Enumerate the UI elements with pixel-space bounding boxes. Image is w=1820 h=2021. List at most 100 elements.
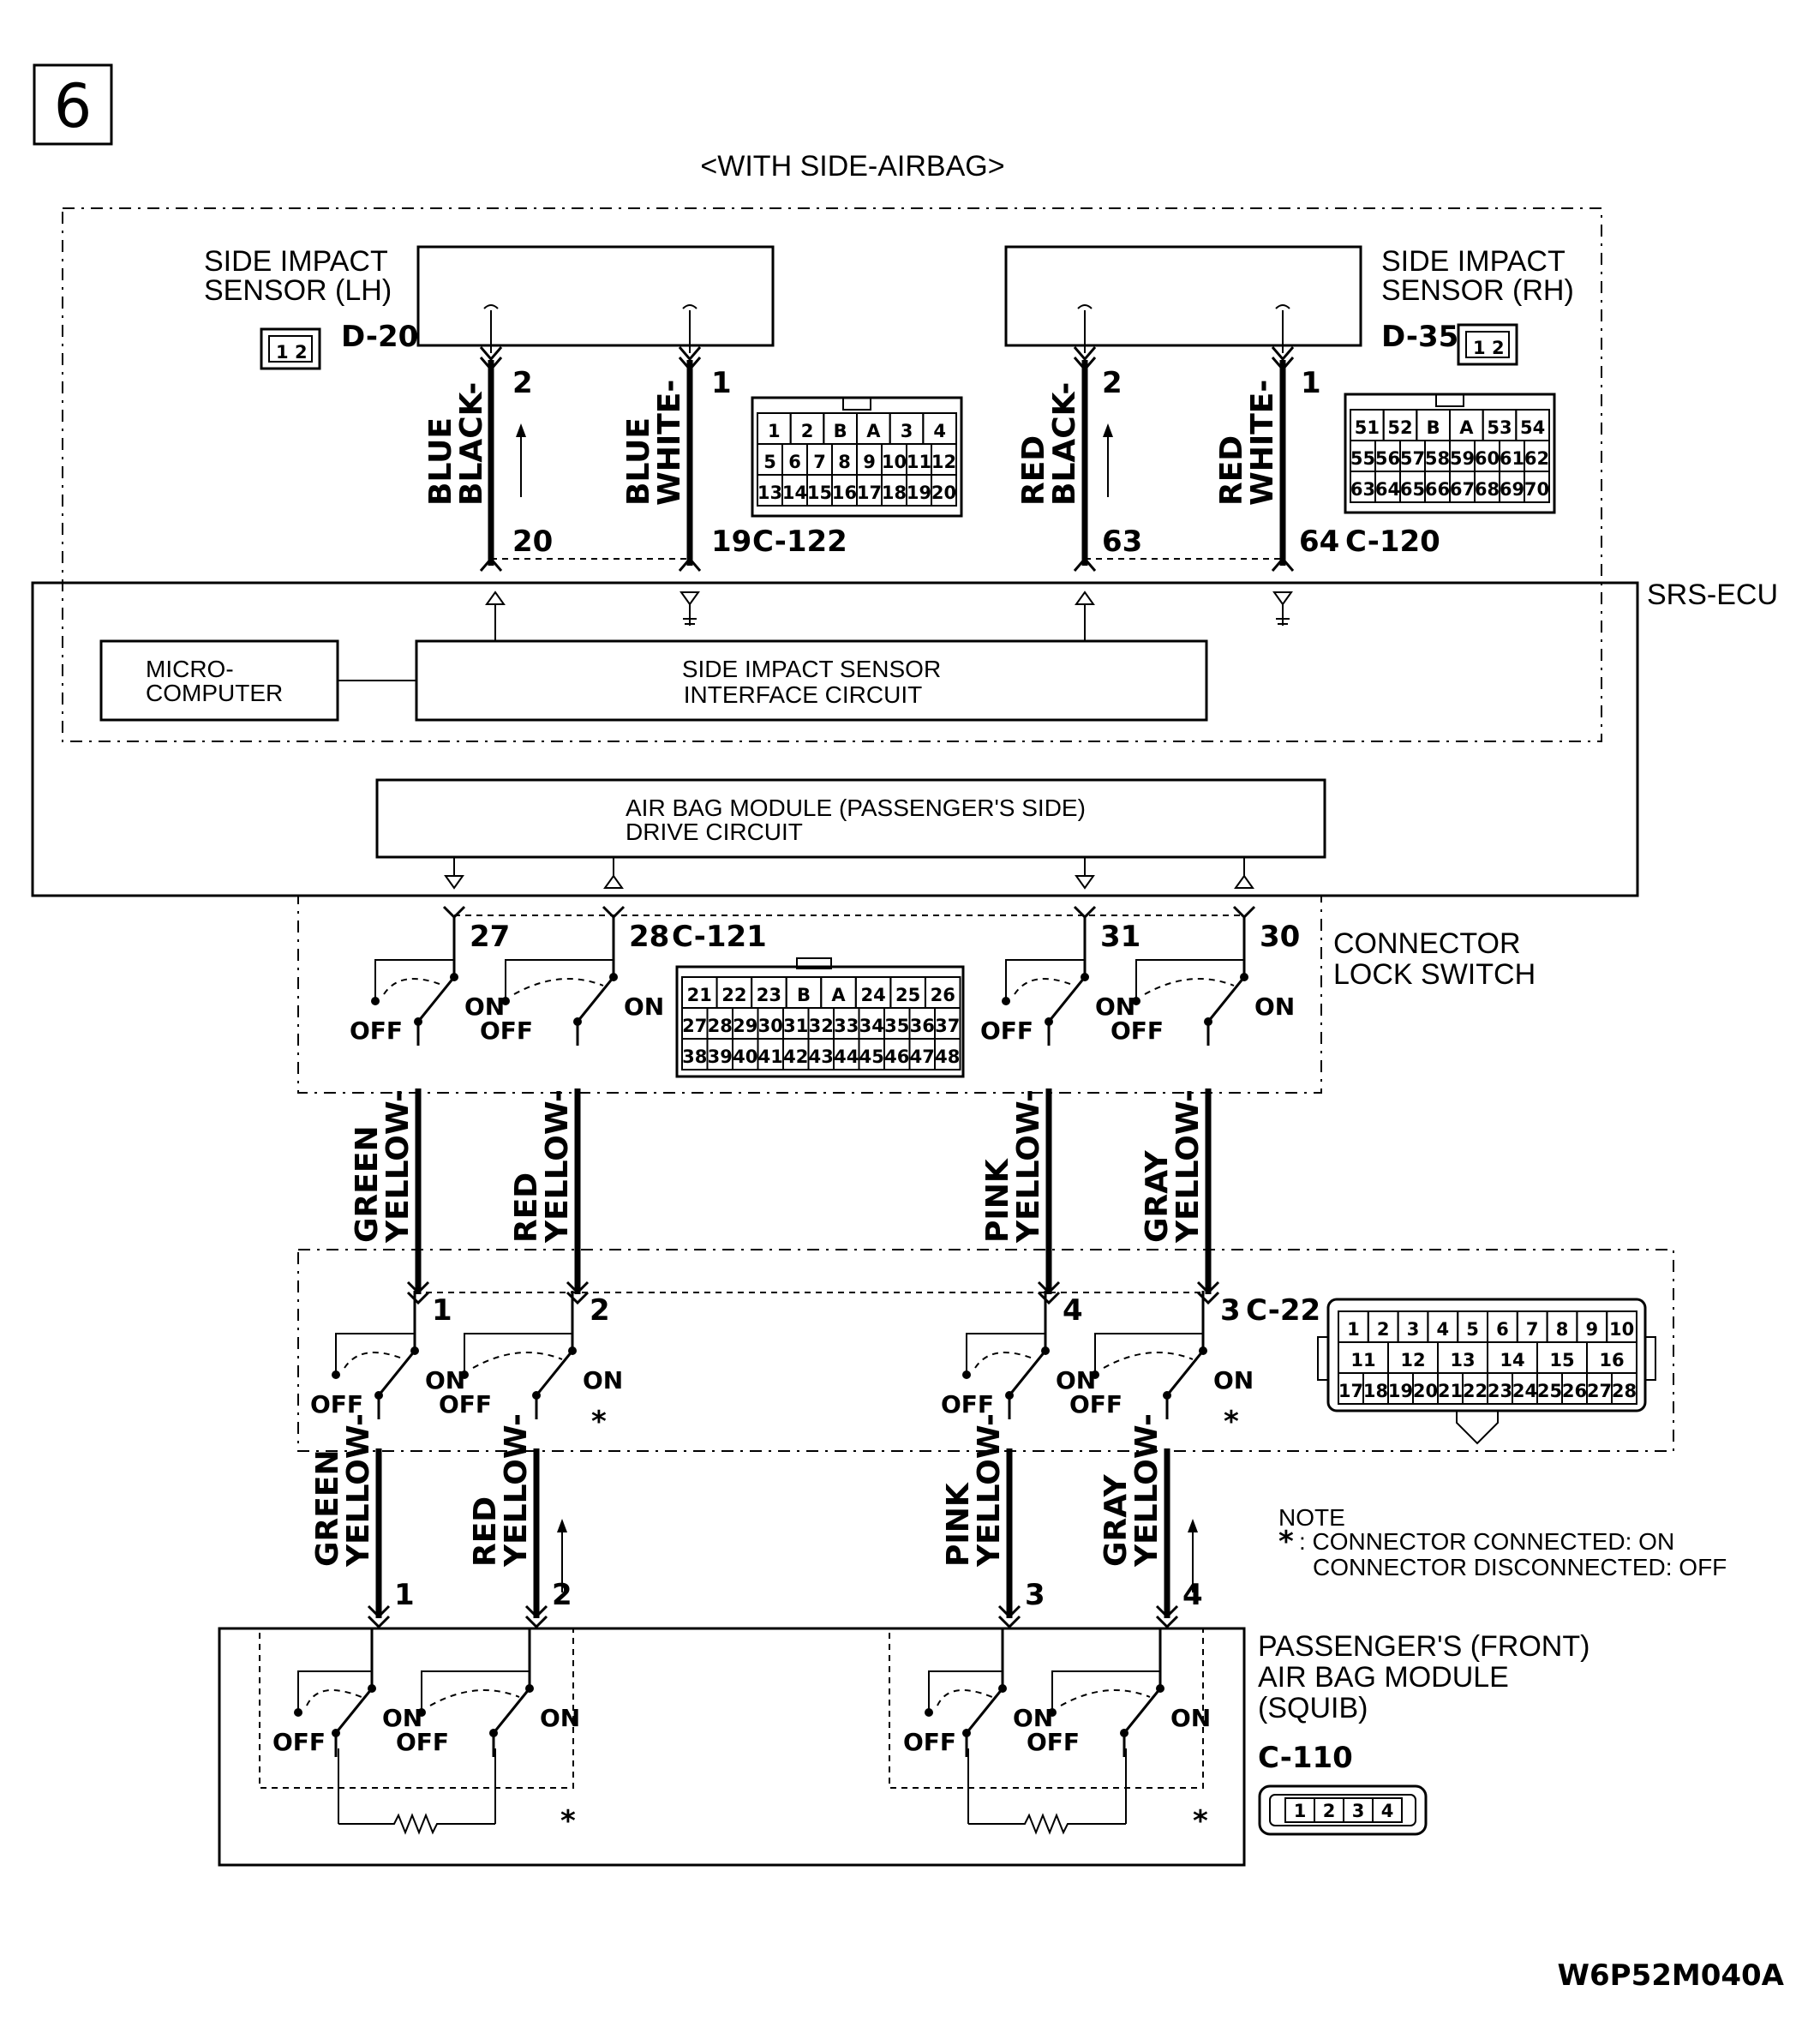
note-line-1: : CONNECTOR CONNECTED: ON — [1299, 1528, 1674, 1555]
c121-cavity-26: 26 — [931, 985, 955, 1005]
c22-on-label-2: ON — [583, 1366, 623, 1394]
sensor-lh-pin-a: 2 — [512, 366, 533, 400]
connector-c22-id: C-22 — [1246, 1293, 1320, 1328]
c122-cavity-10: 10 — [882, 452, 907, 472]
c120-cavity-68: 68 — [1475, 479, 1500, 500]
sensor-rh-body — [1004, 245, 1362, 347]
c22-cavity-16: 16 — [1599, 1350, 1624, 1370]
squib-on-label-2: ON — [540, 1704, 580, 1732]
c22-cavity-26: 26 — [1562, 1381, 1587, 1401]
lower-wire-label-4-b: GRAY — [1099, 1473, 1134, 1567]
interface-circuit-label-1: SIDE IMPACT SENSOR — [682, 656, 941, 682]
wire-black-blue-label-2: BLUE — [423, 417, 458, 506]
c121-cavity-48: 48 — [935, 1046, 960, 1067]
c121-cavity-24: 24 — [860, 985, 885, 1005]
c22-section-boundary — [297, 1249, 1674, 1452]
c120-cavity-55: 55 — [1350, 448, 1375, 469]
c22-off-label-3: OFF — [941, 1390, 994, 1418]
c120-cavity-62: 62 — [1524, 448, 1549, 469]
c120-cavity-66: 66 — [1425, 479, 1450, 500]
wire-black-blue-label-1: BLACK- — [454, 382, 489, 506]
squib-on-label-4: ON — [1170, 1704, 1211, 1732]
lock-on-label-1: ON — [464, 993, 505, 1021]
upper-wire-label-1-b: GREEN — [350, 1125, 385, 1243]
c122-cavity-7: 7 — [813, 452, 826, 472]
sensor-rh-connector-id: D-35 — [1381, 320, 1458, 354]
c22-cavity-15: 15 — [1549, 1350, 1574, 1370]
airbag-pin-3: 3 — [1025, 1578, 1045, 1612]
sensor-lh-mini-pin-1: 1 — [276, 342, 289, 363]
drive-circuit-label-1: AIR BAG MODULE (PASSENGER'S SIDE) — [626, 795, 1086, 821]
c121-cavity-29: 29 — [733, 1016, 757, 1036]
c121-cavity-46: 46 — [884, 1046, 909, 1067]
c121-cavity-32: 32 — [809, 1016, 834, 1036]
c22-on-label-4: ON — [1213, 1366, 1254, 1394]
airbag-star-left: * — [560, 1804, 576, 1838]
c22-star-right: * — [1224, 1405, 1239, 1439]
c22-cavity-12: 12 — [1400, 1350, 1425, 1370]
c120-cavity-60: 60 — [1475, 448, 1500, 469]
c121-cavity-33: 33 — [834, 1016, 859, 1036]
sensor-rh-label-line1: SIDE IMPACT — [1381, 245, 1566, 278]
c121-cavity-27: 27 — [682, 1016, 707, 1036]
airbag-label-3: (SQUIB) — [1258, 1692, 1368, 1724]
c22-cavity-7: 7 — [1526, 1319, 1539, 1340]
sensor-lh-body — [416, 245, 775, 347]
c22-cavity-27: 27 — [1587, 1381, 1612, 1401]
sensor-lh-connector-id: D-20 — [341, 320, 418, 354]
wire-black-red-label-1: BLACK- — [1047, 382, 1082, 506]
wire-white-red-label-2: RED — [1214, 435, 1249, 506]
ecu-signal-arrows — [485, 591, 1293, 641]
c22-cavity-14: 14 — [1500, 1350, 1524, 1370]
interface-circuit-label-2: INTERFACE CIRCUIT — [684, 681, 922, 708]
c121-cavity-23: 23 — [757, 985, 781, 1005]
squib-on-label-3: ON — [1013, 1704, 1053, 1732]
c122-cavity-2: 2 — [801, 421, 814, 441]
c121-cavity-22: 22 — [721, 985, 746, 1005]
sensor-rh-mini-pin-2: 2 — [1492, 338, 1505, 358]
c22-cavity-28: 28 — [1612, 1381, 1637, 1401]
c22-pins: 1 2 4 3 C-22 * * — [415, 1292, 1320, 1439]
lower-wire-label-3-a: YELLOW- — [972, 1413, 1007, 1568]
lower-wire-label-4-a: YELLOW- — [1129, 1413, 1164, 1568]
c122-cavity-1: 1 — [768, 421, 781, 441]
connector-c121-id: C-121 — [672, 920, 767, 954]
ecu-pin-63: 63 — [1102, 525, 1142, 559]
c122-cavity-18: 18 — [882, 483, 907, 503]
lower-wire-label-1-a: YELLOW- — [341, 1413, 376, 1568]
c122-cavity-6: 6 — [788, 452, 801, 472]
ecu-pin-20: 20 — [512, 525, 553, 559]
srs-ecu-label: SRS-ECU — [1647, 579, 1778, 611]
sensor-rh-label-line2: SENSOR (RH) — [1381, 274, 1574, 307]
c121-cavity-B: B — [797, 985, 811, 1005]
c22-cavity-20: 20 — [1413, 1381, 1438, 1401]
connector-c122-id: C-122 — [752, 525, 847, 559]
c120-cavity-65: 65 — [1400, 479, 1425, 500]
note-title: NOTE — [1278, 1504, 1345, 1531]
note-block: NOTE * : CONNECTOR CONNECTED: ON CONNECT… — [1278, 1504, 1727, 1580]
c120-cavity-52: 52 — [1387, 417, 1412, 438]
upper-wire-label-1-a: YELLOW- — [380, 1089, 416, 1244]
c122-cavity-19: 19 — [907, 483, 931, 503]
diagram-title: <WITH SIDE-AIRBAG> — [700, 150, 1004, 183]
lower-wire-label-3-b: PINK — [941, 1482, 976, 1567]
c22-off-label-2: OFF — [439, 1390, 492, 1418]
srs-ecu-box — [31, 581, 1639, 897]
side-impact-sensor-lh: SIDE IMPACT SENSOR (LH) 1 2 D-20 — [204, 245, 775, 370]
connector-c120-id: C-120 — [1345, 525, 1440, 559]
airbag-pin-2: 2 — [552, 1578, 572, 1612]
sensor-rh-mini-pin-1: 1 — [1473, 338, 1486, 358]
c121-cavity-A: A — [831, 985, 846, 1005]
c120-cavity-A: A — [1459, 417, 1474, 438]
c122-cavity-8: 8 — [838, 452, 851, 472]
